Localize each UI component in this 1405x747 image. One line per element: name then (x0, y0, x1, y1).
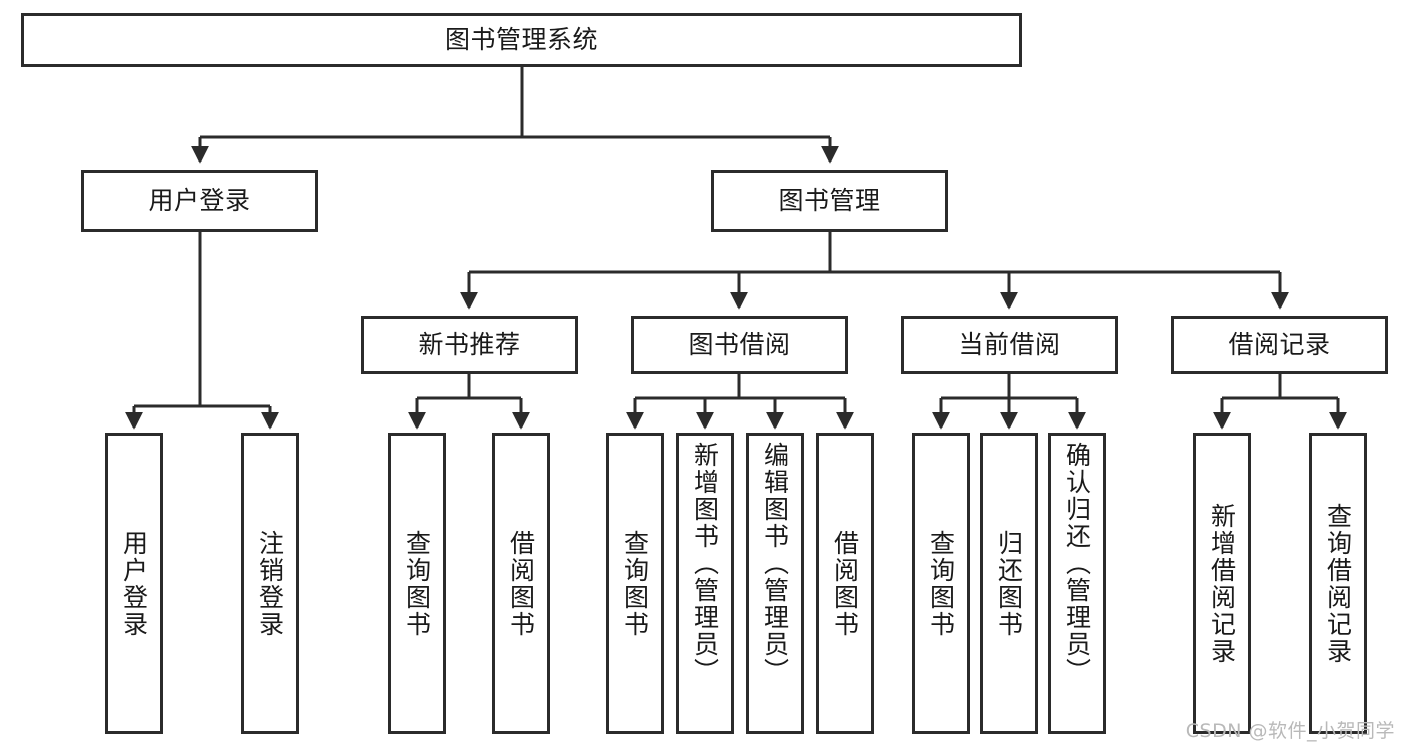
node-leaf-add-book[interactable]: 新增图书（管理员） (676, 433, 734, 734)
node-user-login[interactable]: 用户登录 (81, 170, 318, 232)
node-leaf-return-book[interactable]: 归还图书 (980, 433, 1038, 734)
node-leaf-add-book-label: 新增图书（管理员） (690, 442, 720, 685)
node-book-manage[interactable]: 图书管理 (711, 170, 948, 232)
node-leaf-query-record[interactable]: 查询借阅记录 (1309, 433, 1367, 734)
node-leaf-user-login[interactable]: 用户登录 (105, 433, 163, 734)
node-book-borrow-label: 图书借阅 (688, 330, 791, 359)
node-leaf-borrow-book-1-label: 借阅图书 (506, 529, 536, 638)
node-book-borrow[interactable]: 图书借阅 (631, 316, 848, 374)
node-user-login-label: 用户登录 (148, 186, 251, 215)
node-leaf-user-logout-label: 注销登录 (255, 529, 285, 638)
node-leaf-borrow-book-2-label: 借阅图书 (830, 529, 860, 638)
node-leaf-query-book-2[interactable]: 查询图书 (606, 433, 664, 734)
node-current-borrow[interactable]: 当前借阅 (901, 316, 1118, 374)
node-root[interactable]: 图书管理系统 (21, 13, 1022, 67)
node-leaf-query-book-3[interactable]: 查询图书 (912, 433, 970, 734)
node-leaf-add-record[interactable]: 新增借阅记录 (1193, 433, 1251, 734)
node-current-borrow-label: 当前借阅 (958, 330, 1061, 359)
node-leaf-confirm-return-label: 确认归还（管理员） (1062, 442, 1092, 685)
node-leaf-edit-book-label: 编辑图书（管理员） (760, 442, 790, 685)
node-borrow-record-label: 借阅记录 (1228, 330, 1331, 359)
node-book-manage-label: 图书管理 (778, 186, 881, 215)
node-root-label: 图书管理系统 (444, 25, 598, 54)
node-leaf-query-book-2-label: 查询图书 (620, 529, 650, 638)
node-leaf-borrow-book-2[interactable]: 借阅图书 (816, 433, 874, 734)
node-leaf-query-book-3-label: 查询图书 (926, 529, 956, 638)
node-leaf-borrow-book-1[interactable]: 借阅图书 (492, 433, 550, 734)
node-leaf-query-record-label: 查询借阅记录 (1323, 502, 1353, 665)
node-new-book-rec-label: 新书推荐 (418, 330, 521, 359)
node-borrow-record[interactable]: 借阅记录 (1171, 316, 1388, 374)
node-leaf-user-logout[interactable]: 注销登录 (241, 433, 299, 734)
node-leaf-confirm-return[interactable]: 确认归还（管理员） (1048, 433, 1106, 734)
node-leaf-return-book-label: 归还图书 (994, 529, 1024, 638)
node-leaf-edit-book[interactable]: 编辑图书（管理员） (746, 433, 804, 734)
node-leaf-user-login-label: 用户登录 (119, 529, 149, 638)
node-leaf-query-book-1-label: 查询图书 (402, 529, 432, 638)
node-leaf-add-record-label: 新增借阅记录 (1207, 502, 1237, 665)
node-leaf-query-book-1[interactable]: 查询图书 (388, 433, 446, 734)
node-new-book-rec[interactable]: 新书推荐 (361, 316, 578, 374)
